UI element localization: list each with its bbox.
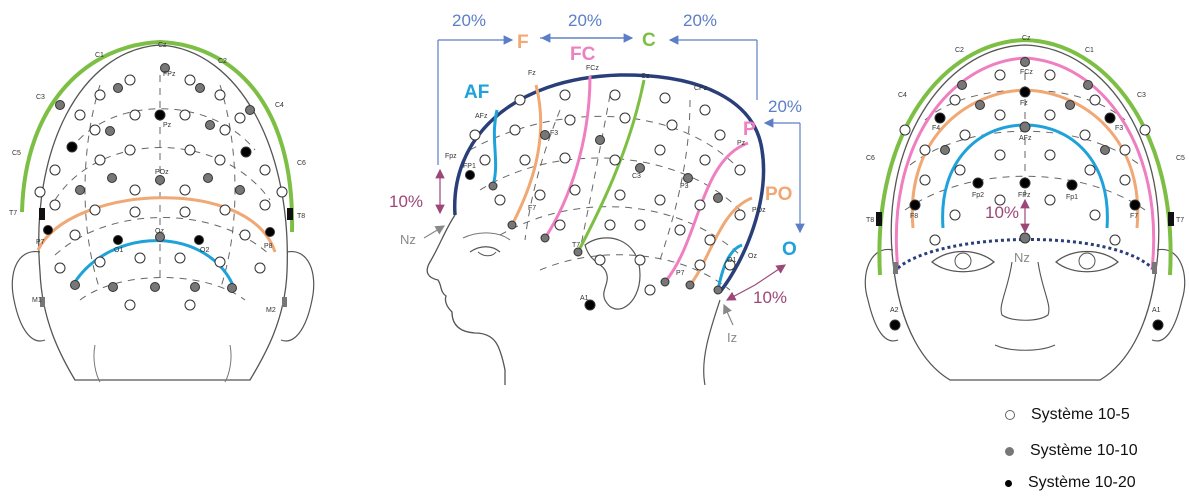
label-Cz: Cz: [641, 73, 650, 80]
open-circle-icon: [1005, 410, 1015, 420]
percent-label-2: 20%: [568, 11, 602, 30]
region-label-O: O: [782, 239, 797, 260]
label-C1: C1: [95, 52, 104, 59]
label-F3-front: F3: [1115, 125, 1123, 132]
label-O1: O1: [114, 247, 123, 254]
label-Fz: Fz: [528, 70, 536, 77]
side-view-panel: 20% 20% 20% 20% 10% 10% F C FC AF P PO O…: [389, 11, 805, 386]
front-view-panel: 10% Nz C2 Cz C1 C4 C3 C6 C5 T8 T7 FCz Fz…: [864, 35, 1186, 381]
label-M2: M2: [266, 307, 276, 314]
legend-item-10-10: Système 10-10: [1005, 440, 1138, 462]
label-C1-front: C1: [1085, 47, 1094, 54]
region-label-C: C: [642, 30, 656, 51]
label-A1-side: A1: [580, 295, 589, 302]
region-label-F: F: [517, 32, 529, 53]
label-FCz: FCz: [586, 65, 599, 72]
label-A2-front: A2: [890, 307, 899, 314]
label-C4: C4: [275, 102, 284, 109]
black-dot-icon: [1005, 479, 1012, 487]
label-AFz-front: AFz: [1019, 135, 1032, 142]
label-P8: P8: [264, 243, 273, 250]
region-label-AF: AF: [464, 82, 489, 103]
label-C2: C2: [218, 58, 227, 65]
label-Cz: Cz: [158, 42, 167, 49]
region-label-PO: PO: [765, 184, 792, 205]
legend-label: Système 10-20: [1028, 474, 1136, 491]
label-CPz: CPz: [694, 85, 708, 92]
label-F4-front: F4: [932, 125, 940, 132]
label-T7-front: T7: [1176, 217, 1184, 224]
percent-label-5: 10%: [389, 192, 423, 211]
label-C5-front: C5: [1176, 155, 1185, 162]
label-Oz: Oz: [748, 253, 757, 260]
label-FCz-front: FCz: [1020, 69, 1033, 76]
gray-dot-icon: [1005, 446, 1014, 456]
label-Fp2-front: Fp2: [972, 192, 984, 199]
percent-label-6: 10%: [753, 288, 787, 307]
label-Oz: Oz: [155, 228, 164, 235]
label-FPz-front: FPz: [1018, 192, 1031, 199]
label-C3: C3: [36, 94, 45, 101]
back-view-panel: C1 Cz C2 C3 C4 C5 C6 T7 T8 FPz Pz POz P7…: [9, 39, 315, 383]
label-T7: T7: [572, 242, 580, 249]
label-Pz: Pz: [163, 122, 172, 129]
label-P7: P7: [676, 270, 685, 277]
region-label-P: P: [743, 119, 756, 140]
label-Pz: Pz: [737, 140, 746, 147]
label-F8-front: F8: [910, 213, 918, 220]
label-Cz-front: Cz: [1022, 35, 1031, 42]
label-C3: C3: [632, 173, 641, 180]
legend-item-10-20: Système 10-20: [1005, 472, 1136, 494]
landmark-Iz: Iz: [727, 330, 737, 345]
label-POz: POz: [155, 169, 169, 176]
front-percent-label: 10%: [985, 203, 1019, 222]
legend-label: Système 10-10: [1030, 442, 1138, 459]
legend-item-10-5: Système 10-5: [1005, 404, 1130, 426]
landmark-Nz: Nz: [400, 232, 416, 247]
label-FPz: FPz: [163, 71, 176, 78]
label-F3: F3: [550, 130, 558, 137]
label-M1: M1: [32, 297, 42, 304]
label-AFz: AFz: [475, 113, 488, 120]
label-A1-front: A1: [1152, 307, 1161, 314]
label-P3: P3: [680, 183, 689, 190]
percent-label-1: 20%: [452, 11, 486, 30]
label-C3-front: C3: [1137, 92, 1146, 99]
label-C5: C5: [12, 150, 21, 157]
label-Fp1-front: Fp1: [1066, 194, 1078, 201]
label-O1: O1: [727, 257, 736, 264]
legend-label: Système 10-5: [1031, 406, 1130, 423]
label-P7: P7: [36, 239, 45, 246]
label-Fpz: Fpz: [445, 153, 457, 160]
percent-label-4: 20%: [768, 97, 802, 116]
label-T7: T7: [9, 210, 17, 217]
front-landmark-Nz: Nz: [1014, 250, 1030, 265]
label-C2-front: C2: [955, 47, 964, 54]
label-O2: O2: [200, 247, 209, 254]
label-F7: F7: [528, 205, 536, 212]
label-Fz-front: Fz: [1020, 100, 1028, 107]
label-C4-front: C4: [898, 92, 907, 99]
label-T8-front: T8: [866, 217, 874, 224]
percent-label-3: 20%: [683, 11, 717, 30]
label-T8: T8: [297, 213, 305, 220]
region-label-FC: FC: [570, 44, 596, 65]
label-C6: C6: [297, 160, 306, 167]
label-F7-front: F7: [1130, 213, 1138, 220]
label-FP1: FP1: [463, 163, 476, 170]
label-POz: POz: [752, 207, 766, 214]
label-C6-front: C6: [866, 155, 875, 162]
